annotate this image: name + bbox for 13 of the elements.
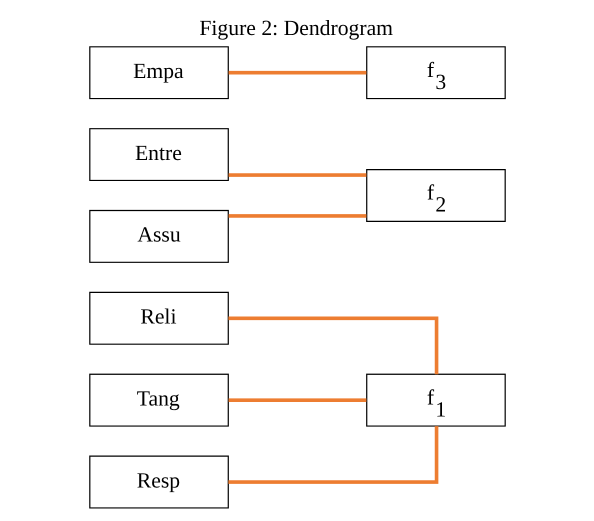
- connector: [228, 398, 366, 402]
- connector: [228, 214, 366, 218]
- node-box: Empa: [88, 46, 228, 100]
- connector: [228, 70, 366, 74]
- node-box: Reli: [88, 292, 228, 345]
- node-box: Entre: [88, 128, 228, 182]
- node-box: Resp: [88, 456, 228, 509]
- node-box: Assu: [88, 210, 228, 263]
- connector: [228, 316, 438, 374]
- connector: [228, 426, 438, 484]
- diagram-title: Figure 2: Dendrogram: [198, 16, 393, 40]
- connector: [228, 173, 366, 177]
- node-box: Tang: [88, 374, 228, 427]
